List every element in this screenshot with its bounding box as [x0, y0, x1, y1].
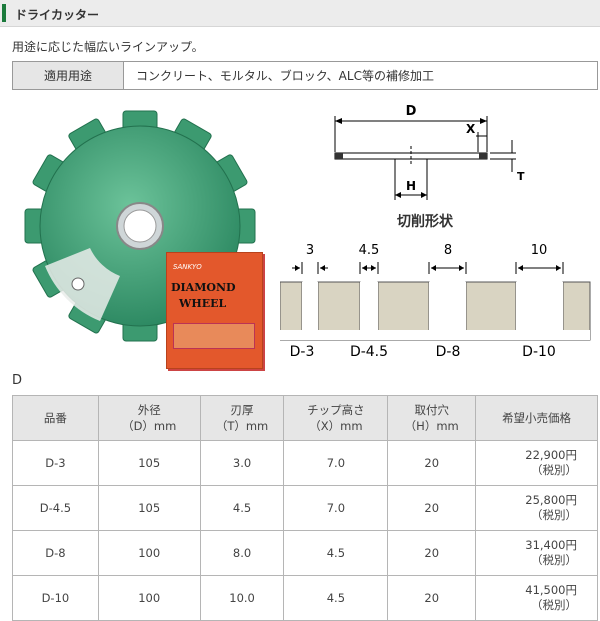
- header-code: 品番: [12, 395, 99, 441]
- header-tip-height: チップ高さ（X）mm: [283, 395, 389, 441]
- code-label-d3: D-3: [290, 344, 315, 360]
- cell-outer: 100: [97, 530, 201, 576]
- cell-code: D-3: [12, 440, 99, 486]
- cell-price: 41,500円（税別）: [475, 575, 598, 621]
- usage-label: 適用用途: [13, 62, 124, 89]
- width-label-4-5: 4.5: [359, 243, 380, 258]
- cell-code: D-4.5: [12, 485, 99, 531]
- table-row: D-3 105 3.0 7.0 20 22,900円（税別）: [12, 440, 598, 486]
- code-label-d10: D-10: [522, 344, 556, 360]
- product-image: SANKYO DIAMOND WHEEL: [12, 98, 270, 369]
- header-hole: 取付穴（H）mm: [387, 395, 477, 441]
- cell-thickness: 10.0: [199, 575, 285, 621]
- cell-hole: 20: [387, 485, 477, 531]
- spec-table: 品番 外径（D）mm 刃厚（T）mm チップ高さ（X）mm 取付穴（H）mm 希…: [12, 395, 598, 621]
- cell-hole: 20: [387, 575, 477, 621]
- label-x: X: [466, 122, 476, 136]
- table-header-row: 品番 外径（D）mm 刃厚（T）mm チップ高さ（X）mm 取付穴（H）mm 希…: [12, 395, 598, 441]
- table-row: D-10 100 10.0 4.5 20 41,500円（税別）: [12, 575, 598, 621]
- cell-hole: 20: [387, 530, 477, 576]
- width-label-8: 8: [444, 243, 452, 258]
- cell-tip-height: 7.0: [283, 485, 389, 531]
- width-label-10: 10: [531, 243, 548, 258]
- product-box: SANKYO DIAMOND WHEEL: [166, 252, 263, 369]
- dimension-diagram: D X H T 切削形状 3 4.5 8 10: [279, 100, 595, 362]
- label-h: H: [406, 179, 416, 193]
- cell-price: 31,400円（税別）: [475, 530, 598, 576]
- section-title: 切削形状: [397, 213, 454, 230]
- cell-code: D-8: [12, 530, 99, 576]
- label-d: D: [406, 104, 417, 119]
- table-row: D-8 100 8.0 4.5 20 31,400円（税別）: [12, 530, 598, 576]
- cell-thickness: 8.0: [199, 530, 285, 576]
- code-label-d4-5: D-4.5: [350, 344, 388, 360]
- cell-thickness: 3.0: [199, 440, 285, 486]
- label-t: T: [517, 170, 525, 183]
- header-price: 希望小売価格: [475, 395, 598, 441]
- usage-row: 適用用途 コンクリート、モルタル、ブロック、ALC等の補修加工: [12, 61, 598, 90]
- header-outer: 外径（D）mm: [97, 395, 201, 441]
- table-row: D-4.5 105 4.5 7.0 20 25,800円（税別）: [12, 485, 598, 531]
- cell-price: 22,900円（税別）: [475, 440, 598, 486]
- header-thickness: 刃厚（T）mm: [199, 395, 285, 441]
- width-label-3: 3: [306, 243, 314, 258]
- cell-code: D-10: [12, 575, 99, 621]
- cell-outer: 105: [97, 485, 201, 531]
- lead-text: 用途に応じた幅広いラインアップ。: [12, 40, 204, 54]
- blade-cross-section-diagram: D X H T 切削形状 3 4.5 8 10: [279, 104, 591, 360]
- header-accent-bar: [2, 4, 6, 22]
- cell-tip-height: 4.5: [283, 575, 389, 621]
- cell-tip-height: 4.5: [283, 530, 389, 576]
- usage-value: コンクリート、モルタル、ブロック、ALC等の補修加工: [136, 69, 434, 83]
- page-header: ドライカッター: [0, 0, 600, 27]
- cell-tip-height: 7.0: [283, 440, 389, 486]
- cell-price: 25,800円（税別）: [475, 485, 598, 531]
- table-caption: D: [12, 373, 23, 388]
- cell-hole: 20: [387, 440, 477, 486]
- cell-thickness: 4.5: [199, 485, 285, 531]
- cell-outer: 100: [97, 575, 201, 621]
- page-title: ドライカッター: [15, 8, 100, 22]
- code-label-d8: D-8: [436, 344, 461, 360]
- cell-outer: 105: [97, 440, 201, 486]
